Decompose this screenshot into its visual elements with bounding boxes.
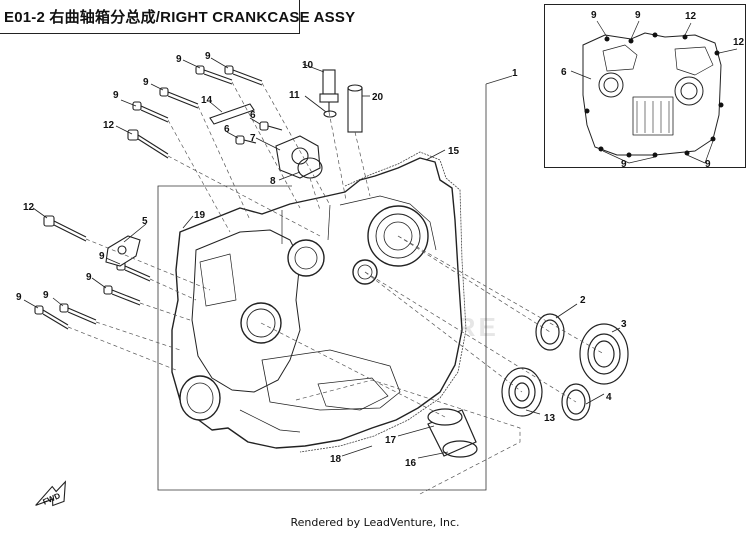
seal-2	[535, 313, 565, 351]
sleeve-20	[347, 84, 363, 133]
sensor-10	[319, 69, 339, 112]
bolt-9g	[59, 303, 97, 325]
callout-9b: 9	[205, 51, 211, 62]
bolt-12b	[43, 215, 87, 242]
callout-8: 8	[270, 176, 276, 187]
callout-6: 6	[250, 110, 256, 121]
bolt-9f	[103, 285, 141, 306]
inset-callout-9d: 9	[705, 159, 711, 167]
bolt-6a	[259, 121, 283, 131]
bearing-3	[579, 323, 629, 385]
callout-9c: 9	[143, 77, 149, 88]
callout-9d: 9	[113, 90, 119, 101]
bolt-9a	[195, 65, 233, 85]
callout-14: 14	[201, 95, 213, 106]
projection-lines	[67, 81, 605, 495]
bolt-9h	[34, 305, 69, 330]
callout-9g: 9	[43, 290, 49, 301]
callout-12a: 12	[103, 120, 115, 131]
callout-1: 1	[512, 68, 518, 79]
callout-9e: 9	[99, 251, 105, 262]
washer-11	[323, 110, 337, 118]
callout-12b: 12	[23, 202, 35, 213]
cover-plate-7	[275, 135, 321, 179]
small-parts	[105, 69, 363, 267]
callout-labels: 1 2 3 4 5 6 6 7 8 9 9 9 9 9 9 9 9 9 10 1…	[16, 51, 627, 469]
inset-callout-9b: 9	[635, 10, 641, 21]
inset-callout-12b: 12	[733, 37, 745, 48]
gasket-outline	[299, 151, 467, 453]
inset-callout-6: 6	[561, 67, 567, 78]
callout-2: 2	[580, 295, 586, 306]
callout-6b: 6	[224, 124, 230, 135]
shim-plate-14	[209, 103, 255, 125]
callout-19: 19	[194, 210, 206, 221]
page-title: E01-2 右曲轴箱分总成/RIGHT CRANKCASE ASSY	[4, 9, 356, 26]
title-box: E01-2 右曲轴箱分总成/RIGHT CRANKCASE ASSY	[0, 0, 355, 34]
bracket-5	[105, 235, 141, 267]
callout-9a: 9	[176, 54, 182, 65]
bushing-16-17	[427, 408, 478, 458]
bolt-12a	[127, 129, 169, 159]
leader-lines	[23, 57, 621, 459]
bolts-group	[34, 65, 283, 330]
callout-20: 20	[372, 92, 384, 103]
callout-3: 3	[621, 319, 627, 330]
callout-5: 5	[142, 216, 148, 227]
callout-16: 16	[405, 458, 417, 469]
callout-17: 17	[385, 435, 397, 446]
inset-detail-view: 9 9 12 12 6 9 9	[544, 4, 746, 170]
bolt-9c	[159, 87, 199, 109]
fwd-arrow-icon: FWD	[35, 480, 67, 507]
callout-9h: 9	[16, 292, 22, 303]
assembly-bracket	[157, 75, 513, 491]
callout-18: 18	[330, 454, 342, 465]
callout-13: 13	[544, 413, 556, 424]
inset-diagram: 9 9 12 12 6 9 9	[561, 10, 745, 170]
inset-callout-12a: 12	[685, 11, 697, 22]
callout-9f: 9	[86, 272, 92, 283]
callout-11: 11	[289, 90, 300, 101]
inset-callout-9a: 9	[591, 10, 597, 21]
bolt-9d	[132, 101, 169, 123]
fwd-label: FWD	[41, 491, 62, 507]
callout-4: 4	[606, 392, 612, 403]
inset-callout-9c: 9	[621, 159, 627, 167]
callout-7: 7	[250, 133, 256, 144]
footer-credit: Rendered by LeadVenture, Inc.	[290, 516, 460, 529]
callout-10: 10	[302, 60, 314, 71]
bolt-9b	[224, 65, 263, 86]
callout-15: 15	[448, 146, 460, 157]
